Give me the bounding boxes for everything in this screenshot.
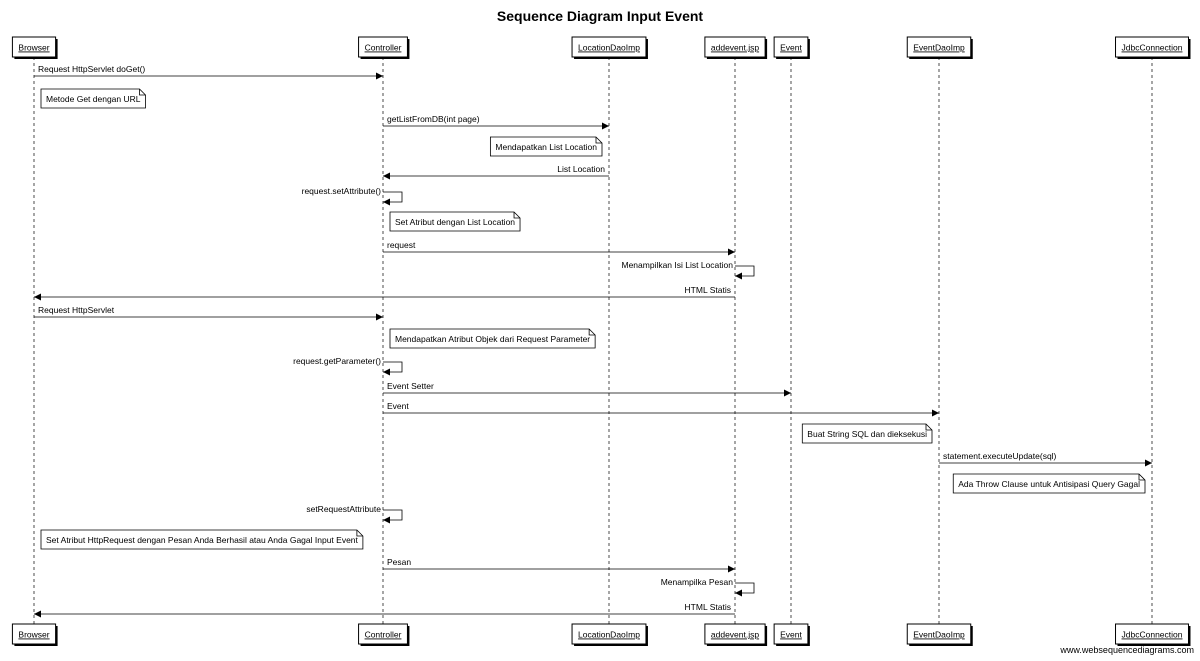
participant-label: Event bbox=[780, 43, 802, 53]
note-text: Buat String SQL dan dieksekusi bbox=[807, 429, 927, 439]
note: Set Atribut dengan List Location bbox=[389, 211, 521, 232]
message-arrow: Request HttpServlet bbox=[34, 305, 383, 321]
self-message-label: request.getParameter() bbox=[293, 356, 381, 366]
self-message-label: Menampilkan Isi List Location bbox=[621, 260, 733, 270]
message-label: HTML Statis bbox=[685, 285, 731, 295]
message-arrow: getListFromDB(int page) bbox=[383, 114, 609, 130]
message-arrow: request bbox=[383, 240, 735, 256]
participant-label: addevent.jsp bbox=[711, 43, 759, 53]
participant-jdbc-bottom: JdbcConnection bbox=[1115, 623, 1191, 646]
self-message-label: Menampilka Pesan bbox=[661, 577, 734, 587]
message-arrow: Event Setter bbox=[383, 381, 791, 397]
note: Mendapatkan Atribut Objek dari Request P… bbox=[389, 328, 596, 349]
message-arrow: Event bbox=[383, 401, 939, 417]
participant-locationdao-top: LocationDaoImp bbox=[571, 36, 648, 59]
message-label: statement.executeUpdate(sql) bbox=[943, 451, 1057, 461]
note: Mendapatkan List Location bbox=[489, 136, 603, 157]
participant-label: LocationDaoImp bbox=[578, 43, 640, 53]
message-label: Request HttpServlet bbox=[38, 305, 115, 315]
participant-jdbc-top: JdbcConnection bbox=[1115, 36, 1191, 59]
participant-eventdao-bottom: EventDaoImp bbox=[906, 623, 973, 646]
message-label: HTML Statis bbox=[685, 602, 731, 612]
watermark-credit: www.websequencediagrams.com bbox=[1059, 645, 1194, 655]
message-arrow: statement.executeUpdate(sql) bbox=[939, 451, 1152, 467]
note: Buat String SQL dan dieksekusi bbox=[801, 423, 933, 444]
message-label: Request HttpServlet doGet() bbox=[38, 64, 145, 74]
message-label: getListFromDB(int page) bbox=[387, 114, 480, 124]
participant-label: Event bbox=[780, 630, 802, 640]
participant-browser-top: Browser bbox=[11, 36, 58, 59]
message-label: Pesan bbox=[387, 557, 411, 567]
self-message: setRequestAttribute bbox=[306, 504, 403, 524]
message-arrow: HTML Statis bbox=[34, 602, 735, 618]
message-label: Event bbox=[387, 401, 409, 411]
participant-label: EventDaoImp bbox=[913, 630, 965, 640]
message-arrow: Pesan bbox=[383, 557, 735, 573]
participant-event-bottom: Event bbox=[773, 623, 810, 646]
note: Ada Throw Clause untuk Antisipasi Query … bbox=[952, 473, 1146, 494]
participant-heads-top: Browser Controller LocationDaoImp addevent.… bbox=[11, 36, 1191, 59]
participant-label: JdbcConnection bbox=[1122, 43, 1183, 53]
note-text: Metode Get dengan URL bbox=[46, 94, 141, 104]
self-message: Menampilka Pesan bbox=[661, 577, 755, 597]
message-arrow: List Location bbox=[383, 164, 609, 180]
participant-label: Controller bbox=[365, 630, 402, 640]
participant-controller-top: Controller bbox=[358, 36, 410, 59]
participant-label: Browser bbox=[18, 43, 49, 53]
participant-locationdao-bottom: LocationDaoImp bbox=[571, 623, 648, 646]
note-text: Mendapatkan Atribut Objek dari Request P… bbox=[395, 334, 590, 344]
participant-label: EventDaoImp bbox=[913, 43, 965, 53]
participant-label: JdbcConnection bbox=[1122, 630, 1183, 640]
self-message: Menampilkan Isi List Location bbox=[621, 260, 755, 280]
message-label: request bbox=[387, 240, 416, 250]
note: Metode Get dengan URL bbox=[40, 88, 146, 109]
sequence-steps: Request HttpServlet doGet() Metode Get de… bbox=[34, 64, 1152, 618]
participant-browser-bottom: Browser bbox=[11, 623, 58, 646]
note-text: Mendapatkan List Location bbox=[495, 142, 597, 152]
note-text: Set Atribut HttpRequest dengan Pesan And… bbox=[46, 535, 359, 545]
participant-event-top: Event bbox=[773, 36, 810, 59]
participant-eventdao-top: EventDaoImp bbox=[906, 36, 973, 59]
message-label: List Location bbox=[557, 164, 605, 174]
message-arrow: HTML Statis bbox=[34, 285, 735, 301]
participant-addevent-top: addevent.jsp bbox=[704, 36, 768, 59]
self-message-label: request.setAttribute() bbox=[302, 186, 382, 196]
self-message-label: setRequestAttribute bbox=[306, 504, 381, 514]
note: Set Atribut HttpRequest dengan Pesan And… bbox=[40, 529, 364, 550]
participant-label: Controller bbox=[365, 43, 402, 53]
participant-heads-bottom: Browser Controller LocationDaoImp addevent.… bbox=[11, 623, 1191, 646]
participant-label: LocationDaoImp bbox=[578, 630, 640, 640]
lifelines bbox=[33, 57, 1153, 624]
self-message: request.setAttribute() bbox=[302, 186, 403, 206]
participant-addevent-bottom: addevent.jsp bbox=[704, 623, 768, 646]
diagram-title: Sequence Diagram Input Event bbox=[497, 8, 703, 24]
participant-controller-bottom: Controller bbox=[358, 623, 410, 646]
note-text: Set Atribut dengan List Location bbox=[395, 217, 515, 227]
note-text: Ada Throw Clause untuk Antisipasi Query … bbox=[958, 479, 1140, 489]
message-arrow: Request HttpServlet doGet() bbox=[34, 64, 383, 80]
participant-label: Browser bbox=[18, 630, 49, 640]
participant-label: addevent.jsp bbox=[711, 630, 759, 640]
self-message: request.getParameter() bbox=[293, 356, 403, 376]
message-label: Event Setter bbox=[387, 381, 434, 391]
